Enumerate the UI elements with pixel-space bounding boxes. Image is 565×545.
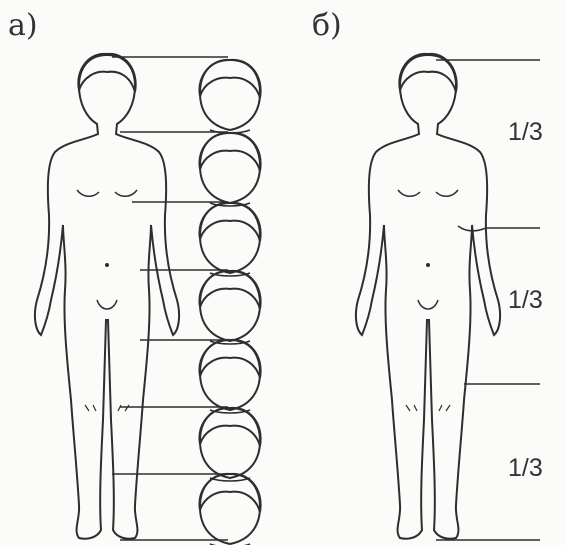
figure-a (35, 54, 179, 539)
thirds-lines (436, 60, 540, 540)
figure-b (356, 54, 500, 539)
head-ladder (112, 57, 261, 545)
